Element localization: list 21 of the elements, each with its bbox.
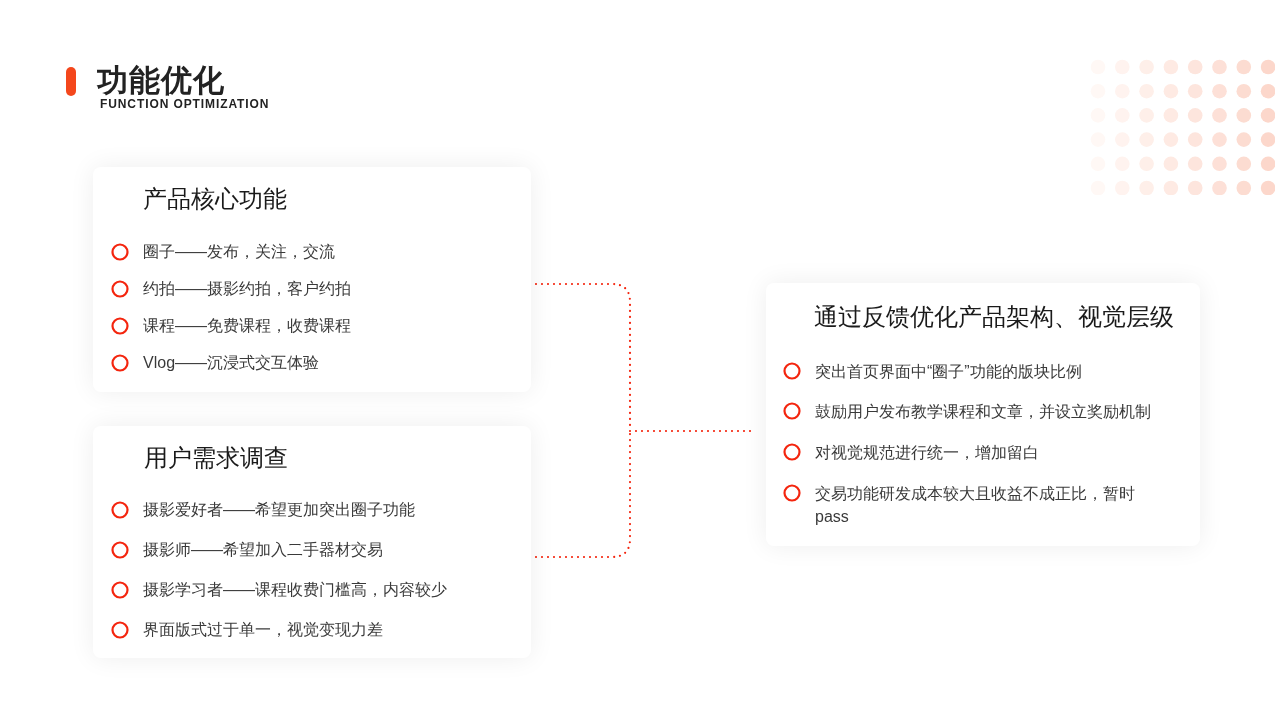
bullet-text: 课程——免费课程，收费课程 — [143, 316, 351, 336]
card-title: 产品核心功能 — [143, 184, 287, 214]
bullet-text: 摄影学习者——课程收费门槛高，内容较少 — [143, 580, 447, 600]
card-panel — [93, 426, 531, 658]
bullet-text: 摄影爱好者——希望更加突出圈子功能 — [143, 500, 415, 520]
card-panel — [93, 167, 531, 392]
bullet-text: 交易功能研发成本较大且收益不成正比，暂时 pass — [815, 483, 1136, 527]
bullet-text: 对视觉规范进行统一，增加留白 — [815, 442, 1039, 463]
bullet-text: 鼓励用户发布教学课程和文章，并设立奖励机制 — [815, 401, 1151, 422]
bullet-text: 圈子——发布，关注，交流 — [143, 242, 335, 262]
card-title: 通过反馈优化产品架构、视觉层级 — [814, 302, 1174, 332]
bullet-text: 摄影师——希望加入二手器材交易 — [143, 540, 383, 560]
page-title: 功能优化 — [97, 64, 225, 97]
bullet-text: 界面版式过于单一，视觉变现力差 — [143, 620, 383, 640]
card-title: 用户需求调查 — [144, 443, 288, 473]
bullet-text: 突出首页界面中“圈子”功能的版块比例 — [815, 361, 1082, 382]
card-panel — [766, 283, 1200, 546]
subtitle: FUNCTION OPTIMIZATION — [100, 97, 270, 111]
bullet-text: Vlog——沉浸式交互体验 — [143, 353, 320, 373]
dotted-connector — [534, 432, 632, 559]
bullet-text: 约拍——摄影约拍，客户约拍 — [143, 279, 351, 299]
